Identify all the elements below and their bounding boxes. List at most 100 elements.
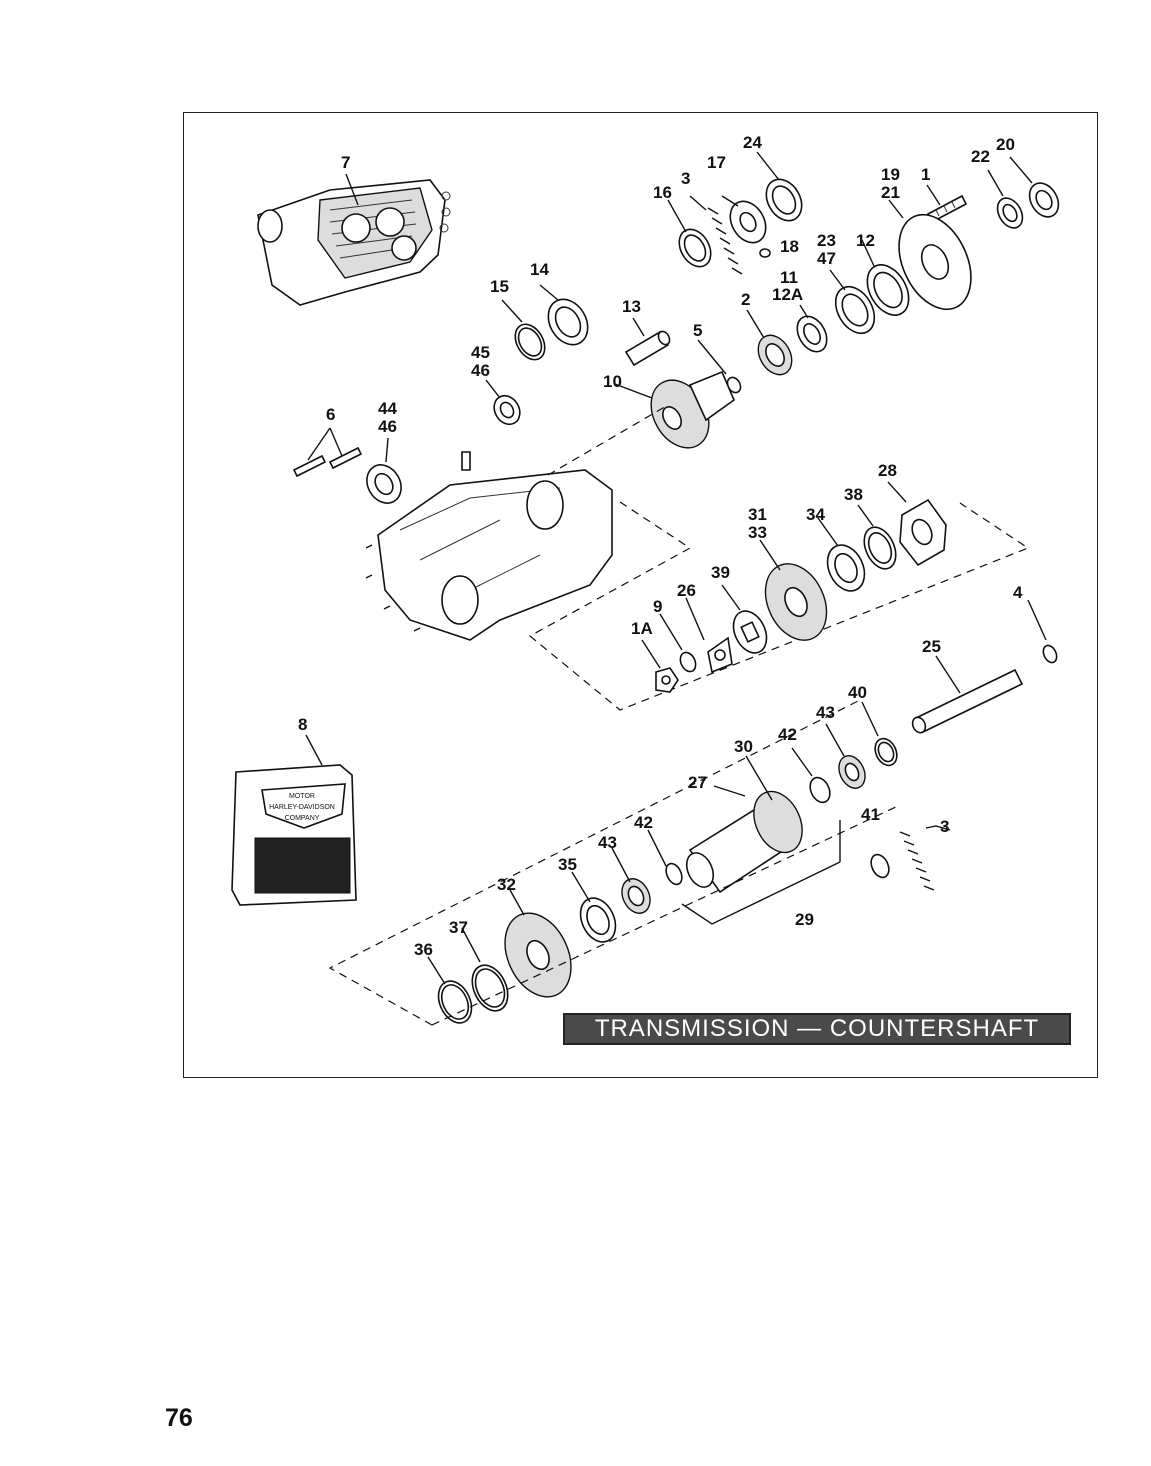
callout-26: 26 bbox=[677, 581, 696, 600]
part-34-bearing bbox=[826, 544, 866, 592]
part-42-ring-lower bbox=[665, 862, 683, 886]
callout-27: 27 bbox=[688, 773, 707, 792]
part-44-bushing bbox=[366, 464, 402, 504]
callout-20: 20 bbox=[996, 135, 1015, 154]
part-43-bearing-upper bbox=[838, 755, 866, 789]
page-number: 76 bbox=[165, 1404, 193, 1432]
callout-45: 45 bbox=[471, 343, 490, 362]
part-4-ring bbox=[1042, 644, 1058, 664]
callout-44: 44 bbox=[378, 399, 397, 418]
callout-1: 1 bbox=[921, 165, 930, 184]
part-43-bearing-lower bbox=[621, 878, 651, 914]
callout-21: 21 bbox=[881, 183, 900, 202]
callout-14: 14 bbox=[530, 260, 549, 279]
callout-4: 4 bbox=[1013, 583, 1023, 602]
callout-46: 46 bbox=[471, 361, 490, 380]
badge-line-2: HARLEY-DAVIDSON bbox=[269, 804, 335, 811]
harley-davidson-badge: MOTOR HARLEY-DAVIDSON COMPANY bbox=[269, 793, 335, 822]
badge-line-1: MOTOR bbox=[289, 793, 315, 800]
callout-23: 23 bbox=[817, 231, 836, 250]
callout-13: 13 bbox=[622, 297, 641, 316]
part-15-ring bbox=[514, 323, 546, 361]
callout-1A: 1A bbox=[631, 619, 653, 638]
part-27-gear-cluster bbox=[685, 790, 803, 894]
part-1A-nut bbox=[655, 667, 679, 693]
callout-39: 39 bbox=[711, 563, 730, 582]
part-31-gear bbox=[764, 563, 828, 641]
callout-6: 6 bbox=[326, 405, 335, 424]
callout-7: 7 bbox=[341, 153, 350, 172]
part-37-ring bbox=[471, 964, 509, 1012]
part-13-pin bbox=[624, 330, 671, 367]
part-40-washer bbox=[874, 737, 898, 767]
part-25-shaft bbox=[911, 668, 1024, 734]
badge-line-3: COMPANY bbox=[285, 815, 320, 822]
part-20-nut bbox=[1028, 182, 1060, 218]
callout-25: 25 bbox=[922, 637, 941, 656]
callout-10: 10 bbox=[603, 372, 622, 391]
callout-18: 18 bbox=[780, 237, 799, 256]
part-45-bushing bbox=[493, 394, 521, 426]
part-38-washer bbox=[863, 526, 897, 570]
callout-11: 11 bbox=[780, 268, 798, 287]
callout-22: 22 bbox=[971, 147, 990, 166]
dashed-guide-mid bbox=[528, 501, 1030, 711]
diagram-frame bbox=[183, 112, 1098, 1078]
leader-lines bbox=[305, 151, 1047, 985]
part-28-retainer bbox=[899, 498, 947, 567]
callout-12A: 12A bbox=[772, 285, 803, 304]
callout-38: 38 bbox=[844, 485, 863, 504]
bracket-29 bbox=[681, 820, 841, 925]
callout-36: 36 bbox=[414, 940, 433, 959]
callout-37: 37 bbox=[449, 918, 468, 937]
part-18-screw bbox=[759, 248, 771, 258]
part-22-lockwasher bbox=[996, 197, 1024, 229]
dashed-guide-upper bbox=[547, 404, 669, 476]
part-6-studs bbox=[292, 446, 363, 478]
callout-47: 47 bbox=[817, 249, 836, 268]
callout-3-b: 3 bbox=[940, 817, 949, 836]
callout-28: 28 bbox=[878, 461, 897, 480]
callout-9: 9 bbox=[653, 597, 662, 616]
callout-labels: 7 24 3 17 16 18 19 21 1 22 20 23 47 12 1… bbox=[298, 133, 1023, 959]
callout-42: 42 bbox=[778, 725, 797, 744]
callout-12: 12 bbox=[856, 231, 875, 250]
part-3-spring bbox=[707, 207, 743, 275]
callout-35: 35 bbox=[558, 855, 577, 874]
part-24-seal bbox=[765, 178, 803, 222]
callout-32: 32 bbox=[497, 875, 516, 894]
callout-29: 29 bbox=[795, 910, 814, 929]
part-7-transmission-assembly bbox=[257, 179, 451, 306]
callout-33: 33 bbox=[748, 523, 767, 542]
callout-5: 5 bbox=[693, 321, 702, 340]
callout-31: 31 bbox=[748, 505, 767, 524]
part-9-lockwasher bbox=[679, 651, 697, 673]
callout-46-b: 46 bbox=[378, 417, 397, 436]
part-19-sprocket bbox=[898, 213, 972, 311]
dashed-guide-lower bbox=[328, 699, 901, 1026]
part-39-washer bbox=[732, 610, 768, 654]
part-26-plate bbox=[707, 636, 733, 674]
diagram-title: TRANSMISSION — COUNTERSHAFT bbox=[563, 1013, 1071, 1045]
part-42-ring-upper bbox=[809, 776, 831, 804]
callout-16: 16 bbox=[653, 183, 672, 202]
part-16-ring bbox=[678, 228, 712, 268]
callout-24: 24 bbox=[743, 133, 762, 152]
callout-8: 8 bbox=[298, 715, 307, 734]
part-8-kit-box bbox=[231, 764, 357, 906]
part-41-ring bbox=[870, 853, 890, 879]
callout-3: 3 bbox=[681, 169, 690, 188]
part-14-bearing bbox=[547, 298, 589, 346]
part-32-gear bbox=[504, 912, 572, 998]
part-3-spring-lower bbox=[899, 831, 935, 891]
callout-30: 30 bbox=[734, 737, 753, 756]
callout-42-b: 42 bbox=[634, 813, 653, 832]
part-17-retainer bbox=[729, 200, 767, 244]
part-11-bushing bbox=[796, 315, 828, 353]
callout-34: 34 bbox=[806, 505, 825, 524]
callout-17: 17 bbox=[707, 153, 726, 172]
callout-19: 19 bbox=[881, 165, 900, 184]
part-36-ring bbox=[437, 980, 473, 1024]
callout-41: 41 bbox=[861, 805, 880, 824]
part-2-bearing bbox=[757, 334, 793, 376]
